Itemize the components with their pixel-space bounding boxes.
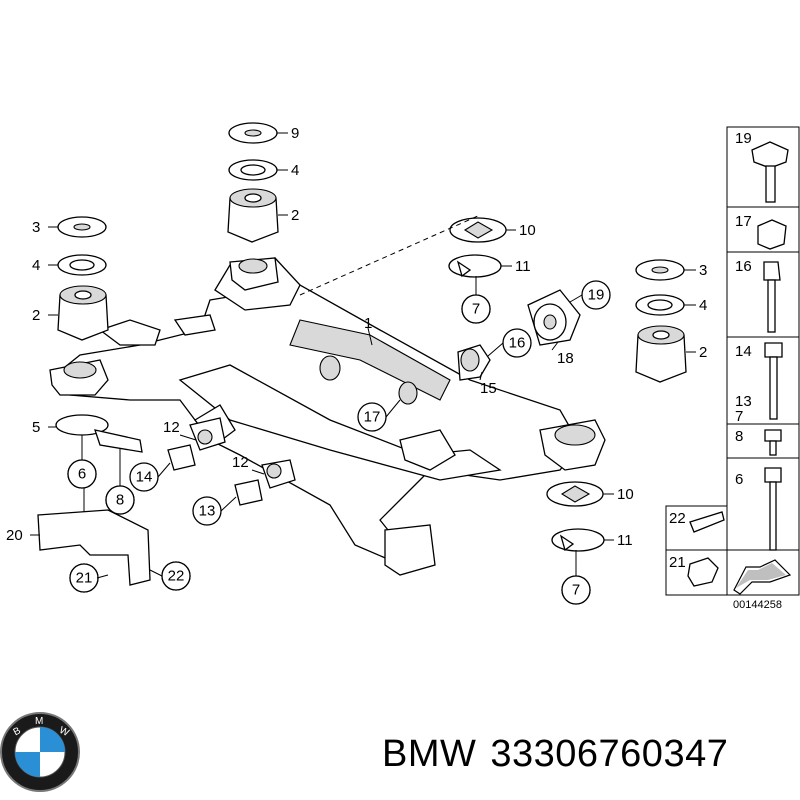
label-19: 19	[588, 287, 605, 304]
label-3: 3	[32, 219, 40, 236]
label-7: 7	[472, 301, 480, 318]
label-15: 15	[480, 380, 497, 397]
label-20: 20	[6, 527, 23, 544]
label-6: 6	[78, 466, 86, 483]
label-9: 9	[291, 125, 299, 142]
svg-text:B: B	[12, 725, 23, 738]
label-18: 18	[557, 350, 574, 367]
label-16: 16	[509, 335, 526, 352]
label-3: 3	[699, 262, 707, 279]
panel-label-19: 19	[735, 130, 752, 147]
svg-text:M: M	[35, 716, 43, 727]
top-bushing-stack	[227, 122, 279, 243]
panel-label-21: 21	[669, 554, 686, 571]
label-13: 13	[199, 503, 216, 520]
label-4: 4	[32, 257, 40, 274]
bmw-logo: B M W	[0, 712, 80, 792]
label-12: 12	[163, 419, 180, 436]
label-2: 2	[291, 207, 299, 224]
left-bushing-stack	[57, 216, 109, 341]
panel-label-6: 6	[735, 471, 743, 488]
panel-label-13: 13	[735, 393, 752, 410]
panel-label-7: 7	[735, 408, 743, 425]
part-labels: 9 4 2 3 4 2 5 3 4 2 10 11 10 11 1 15 18 …	[6, 125, 782, 611]
label-2: 2	[32, 307, 40, 324]
fastener-panel	[665, 126, 800, 596]
panel-label-8: 8	[735, 428, 743, 445]
panel-label-22: 22	[669, 510, 686, 527]
bushing-16-18	[457, 289, 581, 381]
brand-name: BMW	[382, 733, 477, 775]
label-17: 17	[364, 409, 381, 426]
label-12: 12	[232, 454, 249, 471]
panel-label-16: 16	[735, 258, 752, 275]
label-11: 11	[515, 258, 531, 275]
label-21: 21	[76, 570, 93, 587]
label-2: 2	[699, 344, 707, 361]
label-11: 11	[617, 532, 633, 549]
panel-label-14: 14	[735, 343, 752, 360]
label-14: 14	[136, 469, 153, 486]
bushings-12-13-14	[167, 429, 282, 506]
callout-circles	[67, 280, 611, 605]
part-number: 33306760347	[490, 733, 729, 775]
label-10: 10	[617, 486, 634, 503]
rear-subframe	[49, 257, 606, 576]
label-7: 7	[572, 582, 580, 599]
label-1: 1	[364, 315, 372, 332]
leader-lines	[30, 132, 696, 579]
label-8: 8	[116, 492, 124, 509]
label-10: 10	[519, 222, 536, 239]
part-caption: BMW 33306760347	[382, 733, 742, 776]
label-22: 22	[168, 568, 185, 585]
panel-label-17: 17	[735, 213, 752, 230]
right-bushing-stack	[635, 259, 687, 383]
label-5: 5	[32, 419, 40, 436]
label-4: 4	[291, 162, 299, 179]
label-4: 4	[699, 297, 707, 314]
figure-id: 00144258	[733, 599, 782, 611]
